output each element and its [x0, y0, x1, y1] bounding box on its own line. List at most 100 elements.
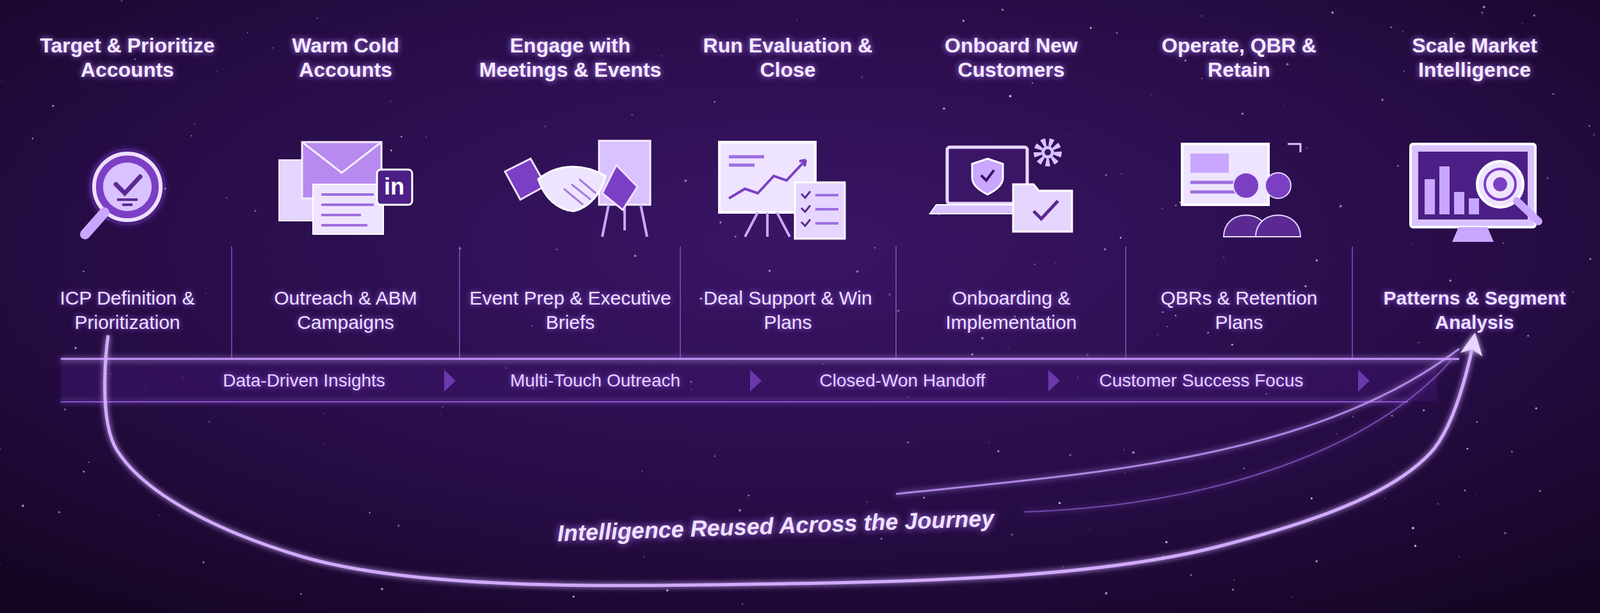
star: [1463, 489, 1466, 492]
qbr-icon-part: [1255, 215, 1301, 237]
star: [322, 19, 324, 20]
deal-board-icon-part: [744, 212, 790, 237]
onboarding-icon-part: [1013, 184, 1072, 232]
star: [82, 270, 85, 273]
band-label: Customer Success Focus: [1094, 370, 1309, 392]
star: [1391, 415, 1393, 417]
magnifier-icon-part: [117, 199, 138, 205]
star: [1088, 528, 1090, 530]
qbr-icon-part: [1182, 144, 1269, 205]
star: [124, 248, 125, 250]
star: [204, 292, 207, 294]
column-dividers-part: [679, 246, 681, 359]
star: [1157, 334, 1159, 336]
star: [1207, 332, 1209, 335]
swoosh-strand-part: [1024, 358, 1453, 512]
qbr-icon-part: [1265, 172, 1291, 199]
flow-arrow: [446, 191, 467, 194]
star: [1515, 428, 1517, 430]
star: [1458, 556, 1460, 558]
star: [1397, 165, 1400, 168]
star: [1310, 497, 1313, 500]
star: [1414, 544, 1417, 548]
edge-layer: [104, 192, 1475, 586]
column-dividers-part: [895, 246, 897, 359]
flow-arrow: [673, 191, 688, 194]
star: [738, 509, 742, 512]
star: [272, 47, 274, 49]
star: [51, 104, 54, 107]
star: [88, 462, 90, 464]
star: [929, 582, 932, 584]
insight-band-part: [60, 401, 1408, 403]
flow-arrow: [224, 191, 246, 194]
intelligence-icon-part: [1454, 192, 1465, 215]
star: [1291, 597, 1293, 598]
star: [1502, 242, 1504, 245]
stage-column: Target & Prioritize AccountsICP Definiti…: [31, 33, 224, 335]
star: [784, 236, 785, 238]
star: [1058, 501, 1062, 505]
star: [938, 214, 940, 216]
star: [624, 119, 626, 121]
star: [913, 98, 914, 100]
star: [1335, 432, 1338, 435]
star: [997, 450, 1000, 454]
star: [1160, 207, 1164, 210]
star: [981, 337, 984, 340]
star: [1418, 341, 1421, 344]
star: [1384, 498, 1385, 500]
stage-heading: Engage with Meetings & Events: [467, 33, 673, 83]
star: [906, 441, 909, 444]
star: [719, 221, 722, 224]
star: [1175, 204, 1177, 207]
intelligence-icon-part: [1410, 144, 1536, 228]
stage-column: Onboard New CustomersOnboarding & Implem…: [908, 33, 1114, 335]
star: [988, 442, 990, 443]
column-dividers-part: [231, 246, 233, 359]
star: [1283, 104, 1285, 105]
qbr-icon: [1182, 144, 1301, 237]
star: [1422, 409, 1425, 412]
star: [380, 587, 384, 591]
star: [1390, 26, 1392, 29]
deal-board-icon-part: [801, 191, 811, 226]
star: [1068, 453, 1071, 456]
flow-arrow: [1114, 191, 1136, 194]
star: [1437, 503, 1439, 505]
star: [0, 448, 2, 450]
star: [225, 197, 228, 199]
outreach-icon: [279, 142, 413, 235]
star: [439, 413, 441, 415]
star: [1402, 30, 1404, 32]
star: [1086, 353, 1089, 357]
star: [1482, 5, 1486, 9]
star: [389, 101, 392, 103]
star: [1116, 32, 1119, 34]
outreach-icon-part: [376, 169, 413, 205]
stage-column: Operate, QBR & RetainQBRs & Retention Pl…: [1136, 33, 1342, 335]
onboarding-icon-part: [972, 158, 1003, 195]
star: [1271, 537, 1272, 539]
logo-badge-text: in: [384, 173, 405, 201]
star: [390, 149, 393, 152]
star: [942, 107, 946, 111]
star: [74, 346, 77, 349]
star: [1001, 8, 1004, 11]
star: [323, 442, 326, 445]
star: [634, 254, 637, 257]
band-chevrons-part: [1048, 369, 1060, 392]
star: [1231, 343, 1234, 346]
magnifier-icon: [85, 148, 166, 235]
star: [734, 236, 737, 239]
star: [442, 407, 443, 408]
handshake-icon-part: [563, 179, 596, 205]
outreach-icon-part: [312, 184, 384, 235]
star: [1034, 263, 1037, 266]
star: [1331, 11, 1334, 15]
star: [14, 131, 16, 134]
star: [202, 561, 205, 564]
star: [1, 80, 3, 82]
star: [922, 496, 925, 499]
